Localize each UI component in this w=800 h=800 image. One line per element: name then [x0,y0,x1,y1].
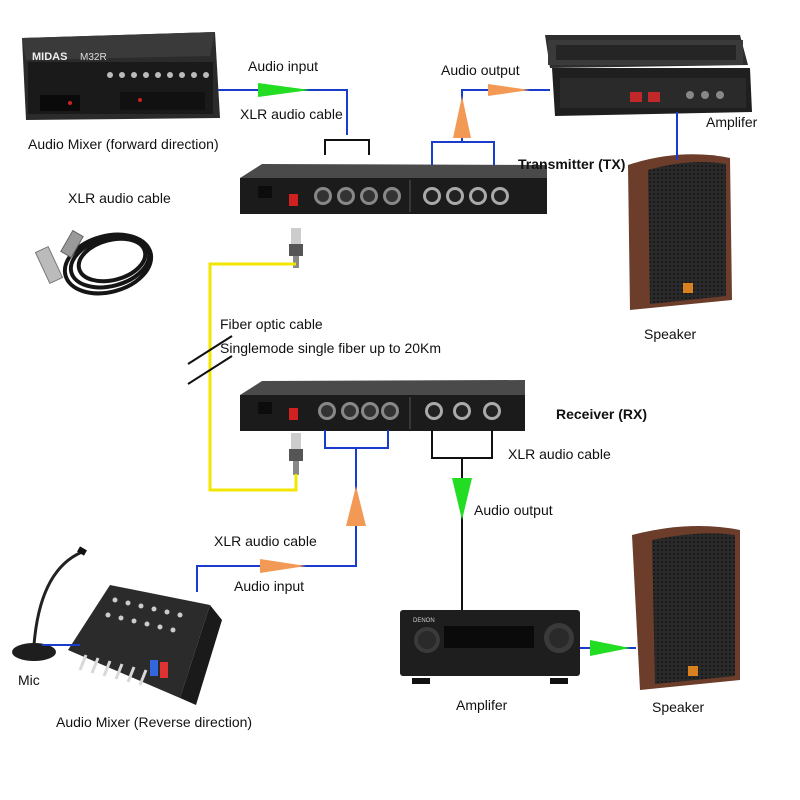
fiber-break-mark-1 [187,335,233,365]
arrow-avr-to-speaker [590,640,630,656]
receiver-unit-image [240,380,525,431]
label-xlr-cable-rx: XLR audio cable [508,446,611,462]
rack-amplifier-image [545,35,752,116]
label-audio-output-top: Audio output [441,62,520,78]
label-receiver: Receiver (RX) [556,406,648,422]
arrow-audio-output-top [488,84,530,96]
arrow-down-rx-output [452,478,472,520]
label-amplifier-bottom: Amplifer [456,697,508,713]
label-xlr-cable-top: XLR audio cable [240,106,343,122]
label-audio-input-top: Audio input [248,58,319,74]
mixer-model-text: M32R [80,52,107,63]
transmitter-unit-image [240,164,547,214]
avr-brand-text: DENON [413,618,435,624]
xlr-cable-coil-image [34,229,154,296]
bracket-rx-outputs [431,430,493,459]
fiber-break-mark-2 [187,355,233,385]
bracket-tx-outputs [431,141,495,165]
label-mixer-reverse: Audio Mixer (Reverse direction) [56,714,253,730]
label-mic: Mic [18,672,40,688]
speaker-top-image [628,154,732,310]
line-tx-to-amp [461,89,550,142]
bracket-tx-inputs [324,139,370,155]
label-mixer-forward: Audio Mixer (forward direction) [28,136,219,152]
label-transmitter: Transmitter (TX) [518,156,626,172]
label-xlr-cable-coil: XLR audio cable [68,190,171,206]
arrow-up-rx-input [346,486,366,526]
label-speaker-top: Speaker [644,326,697,342]
rx-fiber-connector [289,433,303,475]
label-fiber-cable: Fiber optic cable [220,316,323,332]
midas-mixer-image: MIDAS M32R [22,32,220,120]
speaker-bottom-image [632,526,740,690]
label-xlr-cable-bottom: XLR audio cable [214,533,317,549]
label-speaker-bottom: Speaker [652,699,705,715]
mixer-brand-text: MIDAS [32,51,67,63]
av-receiver-image: DENON [400,610,580,684]
arrow-audio-input-bottom [260,559,306,573]
tx-fiber-connector [289,228,303,268]
label-audio-input-bottom: Audio input [234,578,305,594]
arrow-up-tx-output [453,96,471,138]
reverse-mixer-image [68,585,222,705]
label-amplifier-top: Amplifer [706,114,758,130]
fiber-cable-line [208,262,298,492]
bracket-rx-inputs [324,430,389,449]
gooseneck-mic-image [12,546,87,661]
arrow-audio-input-top [258,83,310,97]
label-audio-output-rx: Audio output [474,502,553,518]
label-fiber-spec: Singlemode single fiber up to 20Km [220,340,442,356]
